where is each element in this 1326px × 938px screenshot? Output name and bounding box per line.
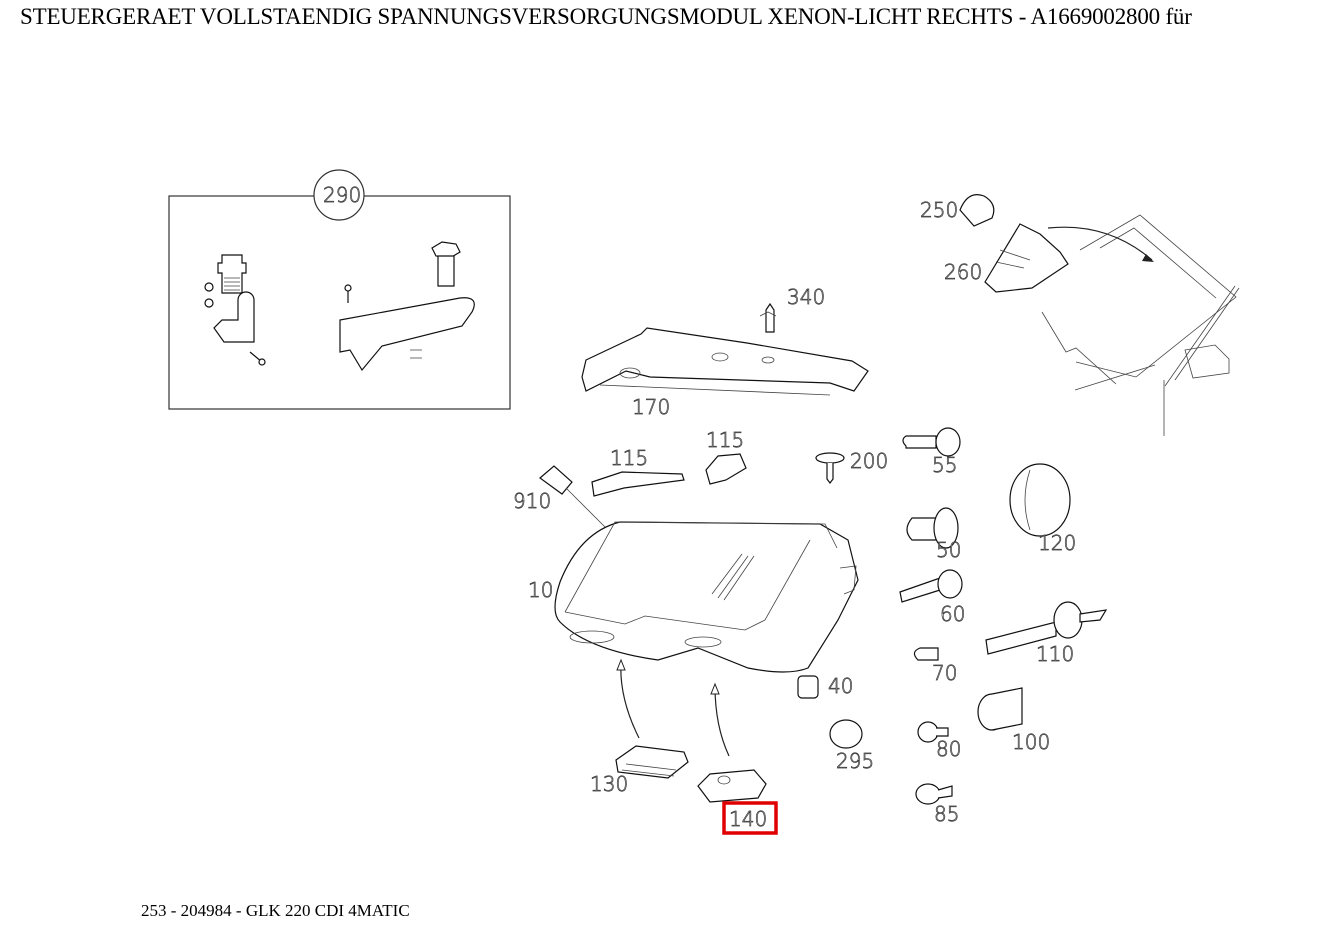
inset-290: 290 — [168, 169, 511, 410]
page-title: STEUERGERAET VOLLSTAENDIG SPANNUNGSVERSO… — [20, 4, 1192, 29]
part-70: 70 — [913, 647, 958, 686]
highlight-box-140 — [722, 801, 778, 835]
part-295: 295 — [829, 719, 875, 774]
part-130: 130 — [590, 658, 689, 797]
vehicle-caption: 253 - 204984 - GLK 220 CDI 4MATIC — [141, 901, 410, 920]
part-60: 60 — [899, 569, 966, 627]
part-85: 85 — [915, 783, 960, 827]
part-340: 340 — [759, 285, 826, 333]
part-115: 115 115 — [591, 428, 747, 497]
callout-40[interactable]: 40 — [828, 674, 854, 699]
callout-340[interactable]: 340 — [787, 285, 826, 310]
callout-260[interactable]: 260 — [944, 260, 983, 285]
callout-100[interactable]: 100 — [1012, 730, 1051, 755]
part-910: 910 — [513, 465, 611, 533]
callout-140[interactable]: 140 — [729, 807, 768, 832]
part-250-260: 250 260 — [920, 194, 1069, 293]
callout-295[interactable]: 295 — [836, 749, 875, 774]
callout-115a[interactable]: 115 — [610, 446, 649, 471]
part-170: 170 — [581, 327, 869, 420]
part-10-headlamp: 10 — [528, 521, 859, 673]
callout-130[interactable]: 130 — [590, 772, 629, 797]
part-55: 55 — [902, 427, 961, 478]
callout-910[interactable]: 910 — [513, 489, 552, 514]
callout-170[interactable]: 170 — [632, 395, 671, 420]
callout-55[interactable]: 55 — [932, 453, 958, 478]
callout-80[interactable]: 80 — [936, 737, 962, 762]
callout-200[interactable]: 200 — [850, 449, 889, 474]
part-140: 140 — [697, 682, 778, 835]
part-50: 50 — [906, 507, 962, 563]
part-80: 80 — [917, 721, 962, 762]
callout-115b[interactable]: 115 — [706, 428, 745, 453]
part-40: 40 — [797, 674, 854, 699]
callout-50[interactable]: 50 — [936, 538, 962, 563]
callout-85[interactable]: 85 — [934, 802, 960, 827]
part-100: 100 — [977, 687, 1051, 755]
part-110: 110 — [985, 601, 1108, 667]
callout-290[interactable]: 290 — [323, 183, 362, 208]
part-120: 120 — [1009, 463, 1077, 556]
callout-10[interactable]: 10 — [528, 578, 554, 603]
callout-120[interactable]: 120 — [1038, 531, 1077, 556]
vehicle-outline — [1041, 214, 1240, 436]
part-200: 200 — [815, 449, 889, 484]
callout-110[interactable]: 110 — [1036, 642, 1075, 667]
callout-60[interactable]: 60 — [940, 602, 966, 627]
callout-70[interactable]: 70 — [932, 661, 958, 686]
callout-250[interactable]: 250 — [920, 198, 959, 223]
